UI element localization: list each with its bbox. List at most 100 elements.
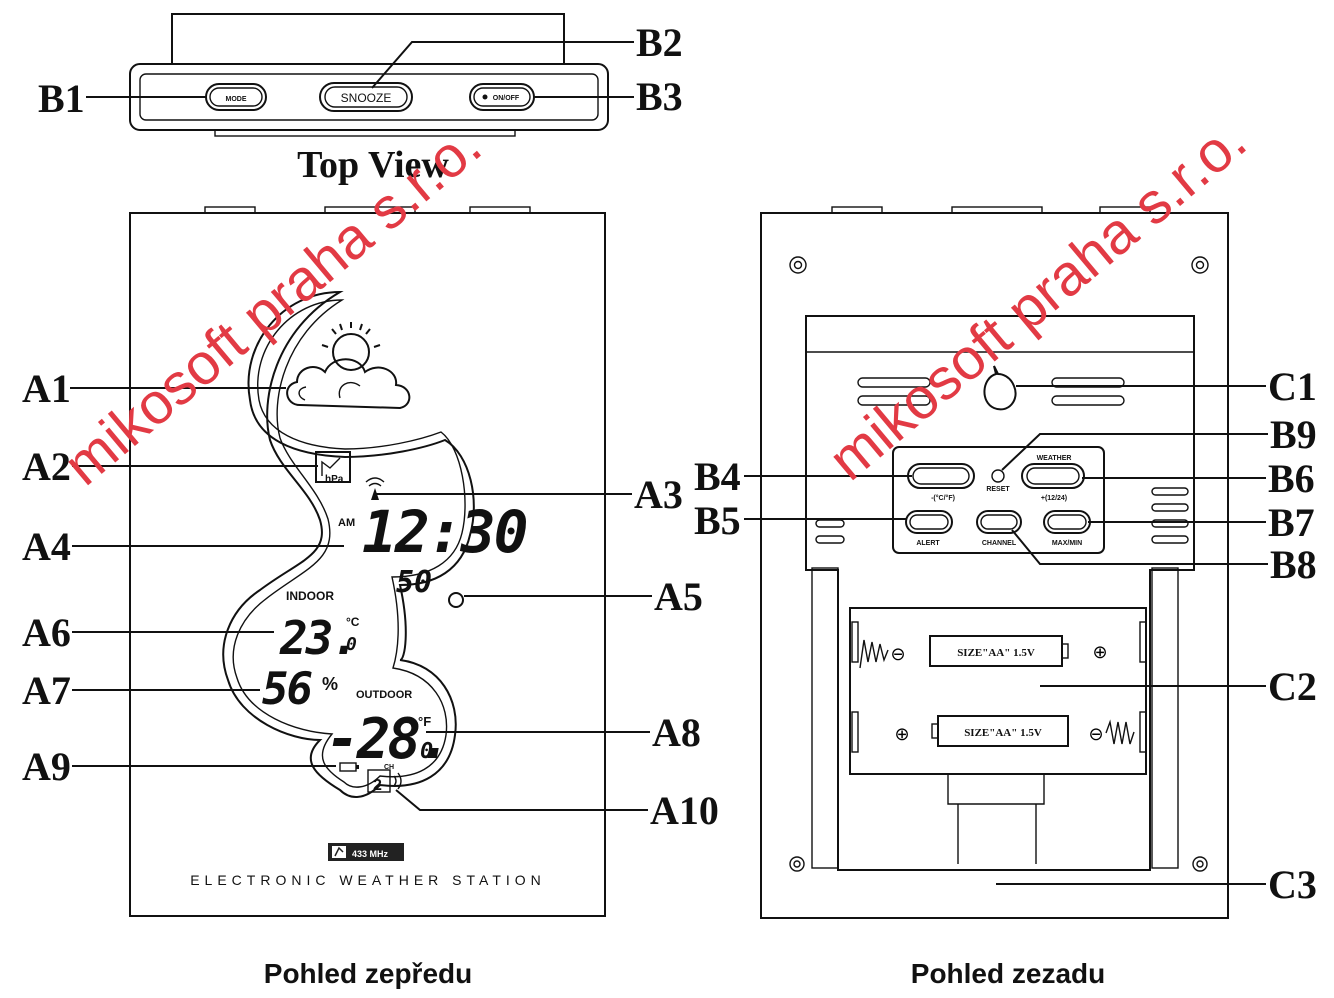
label-c1: C1	[1268, 364, 1317, 409]
label-a5: A5	[654, 574, 703, 619]
top-view: MODE SNOOZE ON/OFF Top View	[129, 13, 609, 186]
stand-leg-right	[1151, 567, 1179, 869]
label-c2: C2	[1268, 664, 1317, 709]
spring-contact-icon	[1105, 719, 1135, 745]
clock-time: 12:30	[362, 498, 527, 566]
back-view: -(°C/°F) RESET WEATHER +(12/24) ALERT CH…	[760, 206, 1229, 989]
screw-icon	[789, 856, 805, 872]
screw-icon	[1192, 856, 1208, 872]
clock-seconds: 50	[396, 565, 432, 600]
screw-icon	[1191, 256, 1209, 274]
humidity-unit: %	[322, 674, 338, 694]
outdoor-label: OUTDOOR	[356, 689, 412, 701]
outdoor-temperature: -28.	[326, 707, 449, 772]
snooze-button-label: SNOOZE	[341, 91, 392, 105]
label-a2: A2	[22, 444, 71, 489]
label-b9: B9	[1270, 412, 1317, 457]
plus-terminal-icon: ⊕	[894, 724, 909, 745]
top-view-title: Top View	[297, 144, 449, 186]
channel-button[interactable]: CHANNEL	[976, 510, 1022, 547]
brand-text: ELECTRONIC WEATHER STATION	[190, 872, 546, 888]
low-battery-icon	[339, 762, 359, 772]
reset-button[interactable]: RESET	[986, 469, 1010, 493]
battery-door-tab	[947, 774, 1045, 805]
outdoor-temperature-unit: °F	[418, 714, 431, 729]
minus-terminal-icon: ⊖	[890, 644, 905, 665]
maxmin-button-label: MAX/MIN	[1052, 540, 1082, 547]
indoor-temperature-decimal: 0	[346, 634, 357, 655]
reset-button-label: RESET	[986, 486, 1010, 493]
label-a10: A10	[650, 788, 719, 833]
front-caption: Pohled zepředu	[264, 958, 472, 989]
channel-number: 2	[373, 777, 382, 794]
wall-mount-hole	[983, 365, 1017, 411]
stand-leg-left	[811, 567, 839, 869]
label-b7: B7	[1268, 500, 1315, 545]
alarm-indicator-icon	[448, 592, 464, 608]
onoff-button[interactable]: ON/OFF	[469, 83, 535, 111]
battery-compartment: ⊖ SIZE"AA" 1.5V ⊕ ⊕ SIZE"AA" 1.5V ⊖	[849, 607, 1147, 864]
battery-door-ribs	[957, 804, 1037, 864]
mode-button[interactable]: MODE	[205, 83, 267, 111]
rear-button-panel	[892, 446, 1105, 554]
front-housing	[129, 212, 606, 917]
frequency-badge: 433 MHz	[328, 843, 404, 861]
label-b2: B2	[636, 20, 683, 65]
label-c3: C3	[1268, 862, 1317, 907]
snooze-button[interactable]: SNOOZE	[319, 82, 413, 112]
minus-terminal-icon: ⊖	[1088, 724, 1103, 745]
indoor-temperature-unit: °C	[346, 615, 360, 629]
battery-bottom: SIZE"AA" 1.5V	[931, 715, 1069, 747]
label-a6: A6	[22, 610, 71, 655]
callout-labels: B1 B2 B3 A1 A2 A3 A4 A5 A6 A7 A8 A9 A10 …	[22, 20, 1317, 907]
top-view-base	[214, 129, 516, 137]
label-b4: B4	[694, 454, 741, 499]
label-b3: B3	[636, 74, 683, 119]
label-a9: A9	[22, 744, 71, 789]
screw-icon	[789, 256, 807, 274]
spring-contact-icon	[859, 639, 889, 669]
label-b5: B5	[694, 498, 741, 543]
back-housing	[760, 212, 1229, 919]
time-plus-button[interactable]: +(12/24)	[1021, 463, 1085, 502]
front-view: hPa AM 12:30 50 INDOOR 23. 0 °C 56 % OUT…	[129, 206, 606, 989]
watermark-front: mikosoft praha s.r.o.	[52, 112, 494, 497]
indoor-label: INDOOR	[286, 589, 334, 603]
channel-label: CH	[384, 764, 394, 771]
label-a3: A3	[634, 472, 683, 517]
label-b8: B8	[1270, 542, 1317, 587]
label-a4: A4	[22, 524, 71, 569]
pressure-unit: hPa	[325, 474, 344, 485]
battery-bottom-label: SIZE"AA" 1.5V	[964, 727, 1042, 739]
label-b6: B6	[1268, 456, 1315, 501]
alarm-dot-icon	[482, 94, 488, 100]
battery-top-label: SIZE"AA" 1.5V	[957, 647, 1035, 659]
indoor-temperature: 23.	[279, 611, 357, 665]
channel-indicator-icon: 2 CH	[367, 764, 402, 794]
alert-button-label: ALERT	[916, 540, 940, 547]
am-indicator: AM	[338, 517, 355, 529]
lcd-outline-inner	[232, 299, 466, 788]
outdoor-temperature-decimal: 0	[420, 739, 433, 764]
onoff-button-label: ON/OFF	[493, 95, 520, 102]
maxmin-button[interactable]: MAX/MIN	[1043, 510, 1091, 547]
plus-terminal-icon: ⊕	[1092, 642, 1107, 663]
mode-button-label: MODE	[226, 96, 247, 103]
battery-top: SIZE"AA" 1.5V	[929, 635, 1069, 667]
unit-minus-button-label: -(°C/°F)	[931, 494, 955, 502]
channel-button-label: CHANNEL	[982, 540, 1017, 547]
weather-label: WEATHER	[1037, 455, 1072, 462]
radio-signal-icon	[365, 477, 385, 500]
unit-minus-button[interactable]: -(°C/°F)	[907, 463, 975, 502]
label-a8: A8	[652, 710, 701, 755]
indoor-humidity: 56	[262, 664, 312, 715]
weather-forecast-icon	[286, 322, 411, 410]
label-a7: A7	[22, 668, 71, 713]
alert-button[interactable]: ALERT	[905, 510, 953, 547]
time-plus-button-label: +(12/24)	[1041, 495, 1067, 502]
frequency-label: 433 MHz	[352, 849, 389, 859]
back-cover-panel	[805, 315, 1195, 871]
label-a1: A1	[22, 366, 71, 411]
watermarks: mikosoft praha s.r.o. mikosoft praha s.r…	[52, 107, 1259, 497]
